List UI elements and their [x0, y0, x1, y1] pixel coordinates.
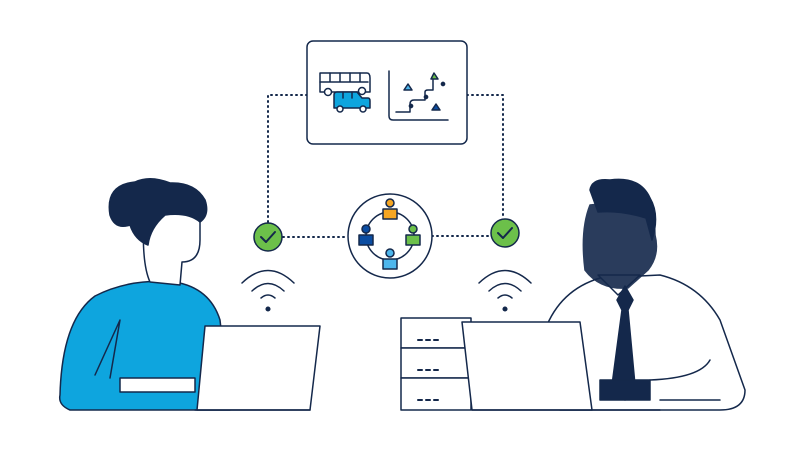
wifi-icon	[478, 269, 532, 312]
laptop-icon	[194, 325, 321, 411]
left-person	[58, 178, 231, 411]
wifi-icon	[241, 269, 295, 312]
check-icon	[490, 218, 520, 248]
right-person	[544, 178, 746, 411]
car-icon	[333, 86, 371, 113]
transport-data-panel	[306, 40, 468, 145]
dotted-connectors	[267, 94, 504, 238]
route-chart-icon	[388, 70, 449, 121]
laptop-icon	[461, 321, 661, 411]
check-icon	[253, 222, 283, 252]
team-circle-icon	[347, 193, 433, 279]
bus-icon	[319, 72, 371, 97]
server-rack-icon	[400, 317, 472, 411]
